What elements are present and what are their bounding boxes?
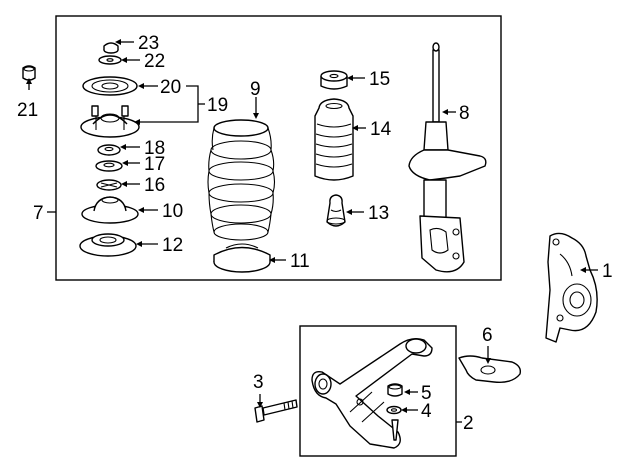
leader-lines	[26, 39, 598, 423]
callout-17: 17	[144, 154, 165, 175]
callout-18: 18	[144, 138, 165, 159]
callout-16: 16	[144, 175, 165, 196]
strut-icon	[408, 42, 487, 273]
nut-icon	[22, 65, 36, 81]
mount-plate-icon	[80, 105, 140, 138]
callout-14: 14	[370, 119, 392, 140]
callout-23: 23	[138, 33, 159, 54]
control-arm-frame	[299, 325, 457, 457]
lower-insulator-icon	[79, 233, 137, 257]
callout-19: 19	[207, 95, 228, 116]
spring-seat-icon	[213, 243, 271, 273]
callout-10: 10	[162, 201, 183, 222]
coil-spring-icon	[207, 119, 276, 241]
callout-4: 4	[421, 401, 432, 422]
washer-icon	[386, 405, 402, 415]
callout-5: 5	[421, 383, 432, 404]
callout-11: 11	[290, 251, 310, 272]
callout-13: 13	[368, 203, 389, 224]
spacer-icon	[95, 160, 123, 172]
strut-mount-stack	[79, 42, 140, 257]
callout-8: 8	[459, 103, 470, 124]
callout-20: 20	[160, 77, 181, 98]
strut-mount-icon	[82, 76, 138, 96]
callout-6: 6	[482, 325, 493, 346]
bump-stop-icon	[326, 194, 346, 227]
upper-seat-icon	[81, 196, 139, 224]
callout-12: 12	[162, 235, 183, 256]
bracket-icon	[458, 355, 522, 384]
dust-boot-icon	[314, 98, 354, 181]
stopper-icon	[320, 70, 348, 90]
nut-icon	[387, 383, 403, 397]
bolt-icon	[254, 399, 298, 423]
bearing-icon	[97, 144, 121, 156]
callout-2: 2	[463, 413, 474, 434]
callout-21: 21	[17, 100, 38, 121]
callout-1: 1	[602, 261, 613, 282]
washer-icon	[98, 55, 122, 65]
callout-22: 22	[144, 51, 165, 72]
insulator-icon	[96, 179, 122, 191]
callout-9: 9	[250, 79, 261, 100]
lower-control-arm-icon	[311, 337, 433, 449]
cap-icon	[103, 42, 119, 54]
strut-assembly-frame	[55, 15, 502, 281]
steering-knuckle-icon	[545, 232, 598, 343]
callout-7: 7	[33, 203, 44, 224]
callout-3: 3	[253, 372, 264, 393]
callout-15: 15	[369, 69, 390, 90]
